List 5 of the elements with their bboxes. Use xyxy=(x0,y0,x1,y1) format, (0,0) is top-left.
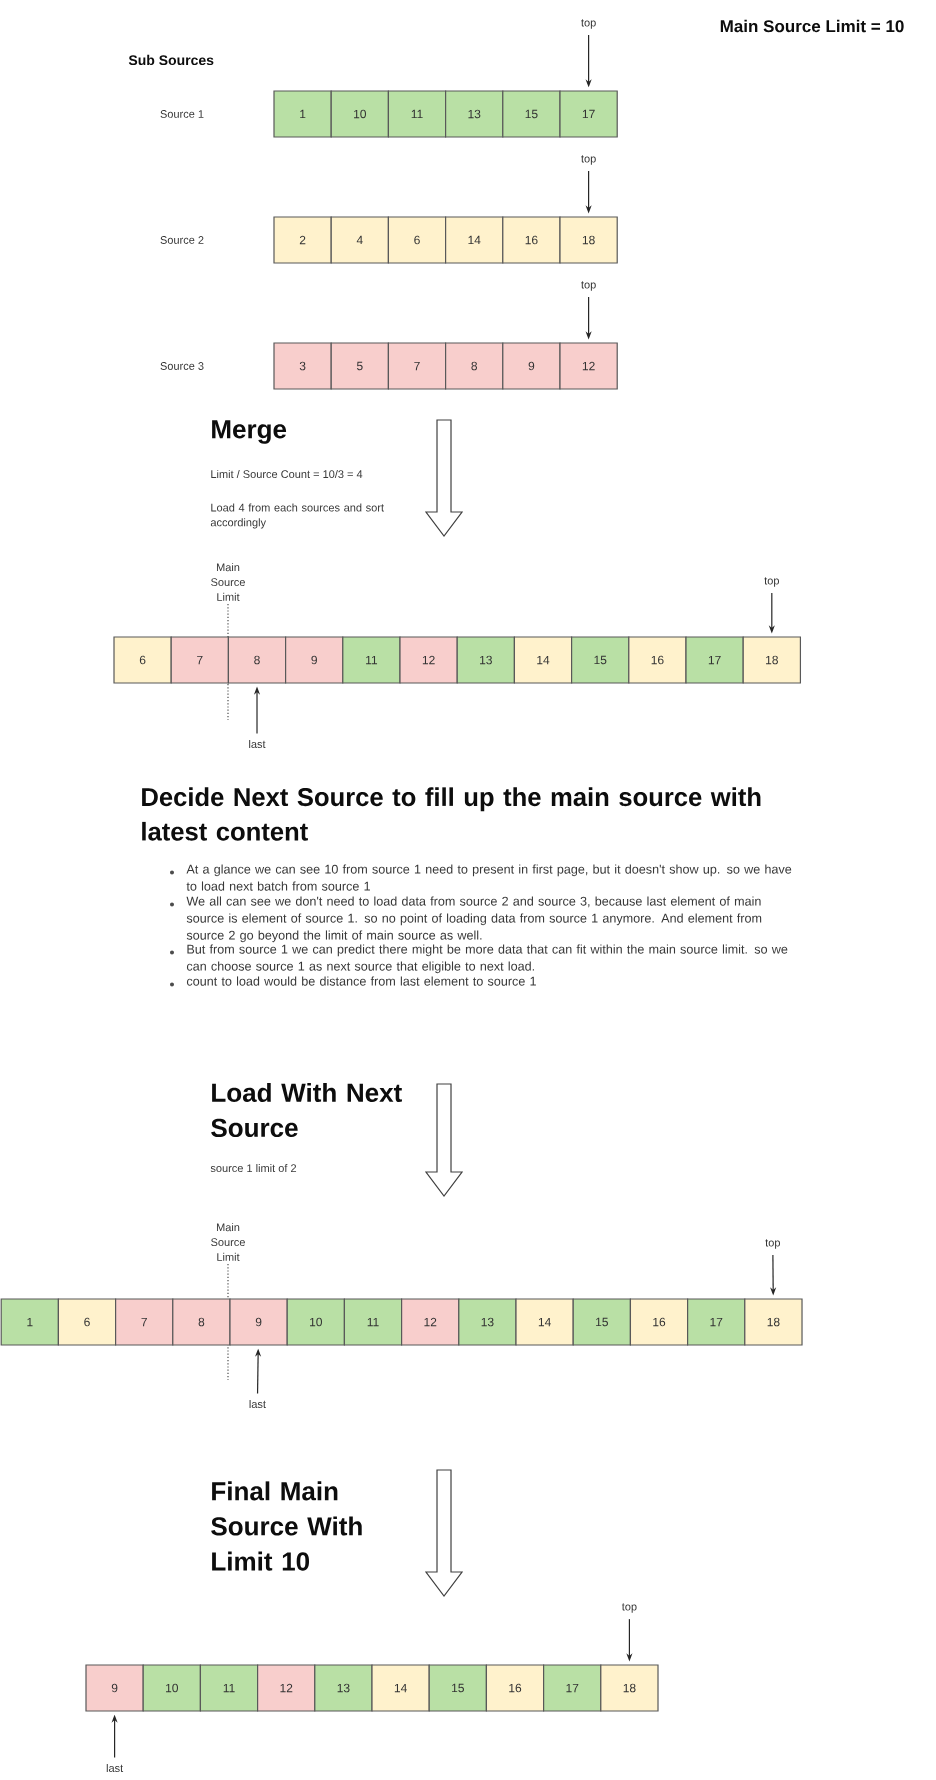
section-heading: Decide Next Source to fill up the main source with latest content xyxy=(142,787,761,841)
section-heading: Merge xyxy=(212,420,287,444)
heading: Main Source Limit = 10 xyxy=(720,19,904,33)
section-heading: Final Main Source With Limit 10 xyxy=(211,1481,362,1571)
section-heading: Load With Next Source xyxy=(211,1082,402,1138)
